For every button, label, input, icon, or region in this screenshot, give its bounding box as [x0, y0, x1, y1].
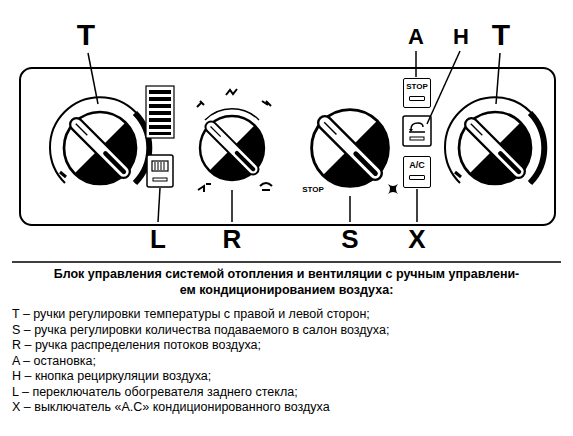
- indicator-lamp: [409, 96, 425, 101]
- panel-housing: [20, 68, 555, 225]
- callout-letter: X: [408, 226, 425, 252]
- air-distribution-knob: [197, 89, 272, 192]
- callout-letter: A: [408, 26, 424, 48]
- leader-lines: [88, 51, 500, 222]
- callout-letter: T: [77, 20, 95, 50]
- callout-letter: L: [150, 226, 166, 252]
- legend-line: H – кнопка рециркуляции воздуха;: [12, 369, 211, 384]
- legend-line: L – переключатель обогревателя заднего с…: [12, 385, 298, 400]
- legend-line: S – ручка регулировки количества подавае…: [12, 323, 389, 338]
- legend-line: A – остановка;: [12, 354, 96, 369]
- blower-knob: [312, 110, 398, 194]
- callout-letter: R: [223, 226, 242, 252]
- separator-line: [12, 261, 561, 263]
- legend-line: X – выключатель «A.C» кондиционированног…: [12, 400, 330, 415]
- panel-button: STOP: [403, 78, 431, 108]
- panel-button: A/C: [403, 156, 431, 188]
- callout-letter: S: [341, 226, 358, 252]
- indicator-lamp: [409, 175, 425, 180]
- legend-line: T – ручки регулировки температуры с прав…: [12, 307, 370, 322]
- button-label: A/C: [409, 161, 425, 170]
- callout-letter: T: [492, 20, 510, 50]
- callout-letter: H: [453, 26, 469, 48]
- recirculation-button: [403, 116, 431, 146]
- temperature-knob: [50, 97, 150, 184]
- legend-line: R – ручка распределения потоков воздуха;: [12, 338, 261, 353]
- knob-marking: STOP: [302, 186, 324, 194]
- temperature-knob: [445, 97, 545, 184]
- rear-defrost-switch: [146, 86, 174, 187]
- caption-title: Блок управления системой отопления и вен…: [53, 266, 521, 298]
- button-label: STOP: [406, 83, 428, 91]
